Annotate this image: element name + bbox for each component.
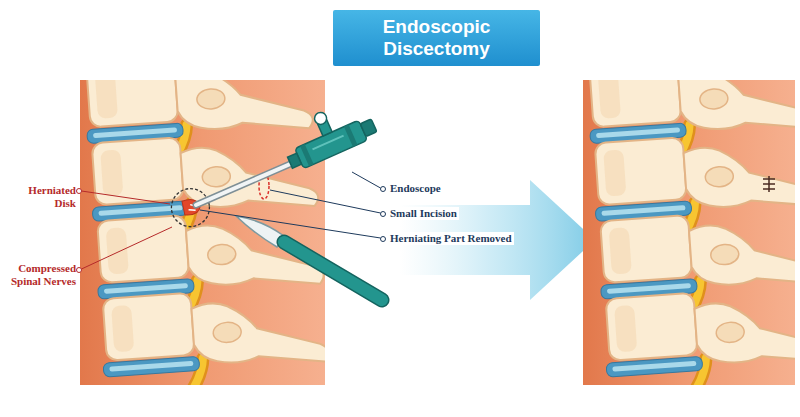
part-label: Endoscope — [388, 182, 443, 195]
part-label: Compressed Spinal Nerves — [2, 262, 78, 288]
vertebra — [99, 283, 325, 385]
vertebra — [602, 283, 795, 385]
leader-lines — [77, 172, 386, 273]
endoscope — [196, 94, 378, 205]
part-label: Small Incision — [388, 207, 459, 220]
spine-panel-left — [77, 0, 333, 417]
focus-circle — [170, 187, 211, 228]
spine-panel-right — [580, 0, 800, 417]
stitches — [763, 176, 775, 192]
title: Endoscopic Discectomy — [372, 16, 502, 60]
scalpel — [236, 216, 382, 300]
title-box: Endoscopic Discectomy — [333, 10, 540, 66]
part-label: Herniated Disk — [6, 184, 78, 210]
part-label: Herniating Part Removed — [388, 232, 514, 245]
